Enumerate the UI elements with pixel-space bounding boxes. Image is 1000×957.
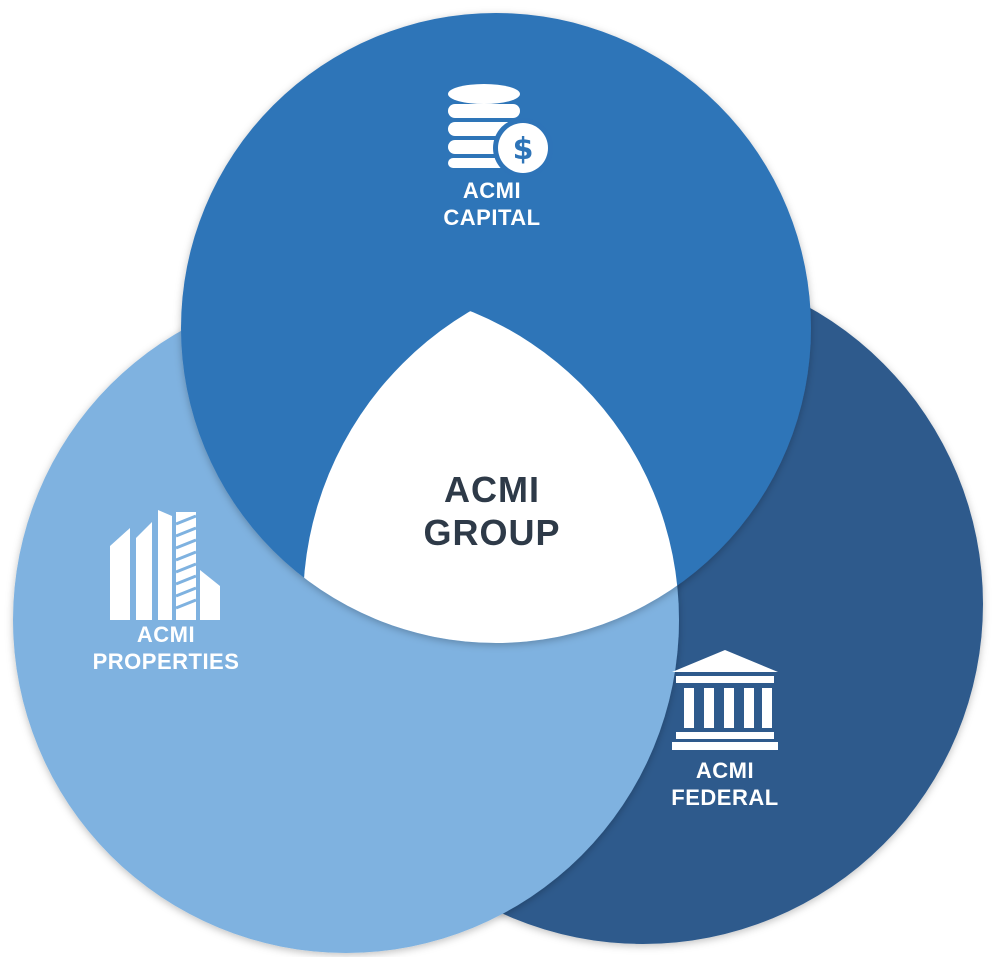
label-capital-line-1: ACMI	[462, 178, 522, 203]
bank-columns-icon	[672, 650, 778, 750]
label-acmi-capital: ACMI CAPITAL	[392, 178, 592, 232]
center-intersection	[303, 287, 679, 643]
svg-text:$: $	[513, 132, 534, 167]
label-group-line-2: GROUP	[423, 512, 561, 554]
label-federal-line-1: ACMI	[695, 758, 755, 783]
coins-dollar-icon: $	[448, 84, 553, 178]
label-properties-line-2: PROPERTIES	[92, 648, 240, 674]
label-acmi-group: ACMI GROUP	[392, 468, 592, 554]
building-icon	[110, 510, 220, 620]
label-group-line-1: ACMI	[444, 469, 540, 510]
label-capital-line-2: CAPITAL	[443, 204, 541, 230]
label-acmi-federal: ACMI FEDERAL	[625, 758, 825, 812]
label-federal-line-2: FEDERAL	[671, 784, 779, 810]
label-acmi-properties: ACMI PROPERTIES	[66, 622, 266, 676]
label-properties-line-1: ACMI	[136, 622, 196, 647]
